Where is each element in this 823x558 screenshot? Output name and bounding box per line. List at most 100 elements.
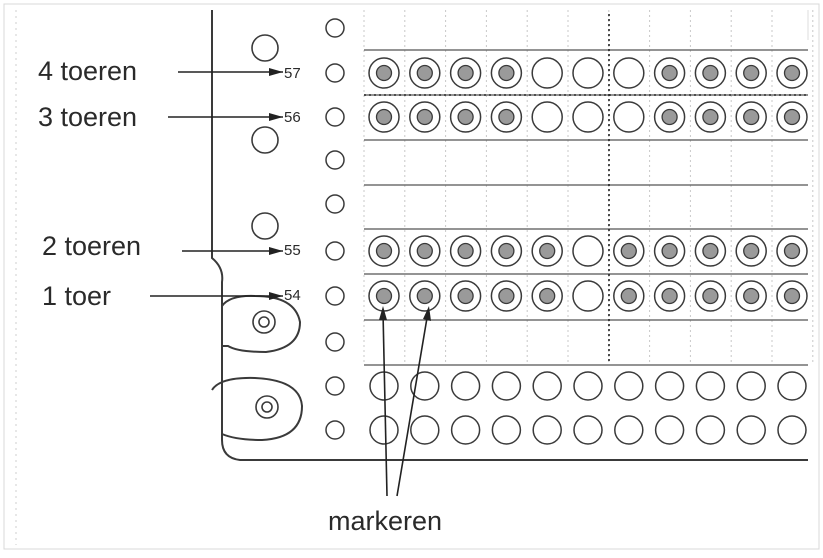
punched-hole-center — [457, 108, 474, 126]
empty-hole — [410, 371, 440, 401]
punched-hole-center — [416, 108, 433, 126]
punched-hole-center — [702, 242, 719, 260]
punched-hole-center — [375, 287, 393, 305]
sprocket-hole — [325, 332, 345, 352]
empty-hole — [450, 371, 481, 401]
punched-hole-center — [416, 64, 433, 82]
grid-layer — [363, 10, 814, 366]
empty-hole — [369, 415, 399, 445]
punched-hole-center — [661, 108, 678, 126]
punched-hole-center — [457, 287, 474, 305]
sprocket-hole — [325, 420, 345, 440]
guide-hole — [251, 126, 279, 154]
punched-hole-center — [498, 242, 515, 260]
empty-hole — [572, 101, 604, 133]
punched-hole-center — [457, 242, 474, 260]
punched-hole-center — [702, 287, 719, 305]
empty-hole — [573, 415, 603, 445]
marker-arrow-right — [396, 311, 429, 497]
marker-arrow-left-head — [379, 306, 387, 320]
sprocket-hole — [325, 150, 345, 170]
arrow-57-head — [269, 68, 283, 76]
punched-hole-center — [375, 242, 393, 260]
empty-hole — [531, 57, 563, 89]
punched-hole-center — [620, 287, 637, 305]
row-label-1-toer: 1 toer — [42, 281, 112, 311]
empty-hole — [654, 371, 685, 401]
punched-hole-center — [743, 108, 760, 126]
punched-hole-center — [498, 287, 515, 305]
arrow-56-head — [269, 113, 283, 121]
punched-hole-center — [498, 64, 515, 82]
marker-arrow-right-head — [423, 306, 431, 321]
empty-hole — [736, 415, 766, 445]
sprocket-hole — [325, 376, 345, 396]
row-number-56: 56 — [284, 109, 301, 126]
punched-hole-center — [661, 64, 678, 82]
empty-hole — [410, 415, 440, 445]
row-label-2-toeren: 2 toeren — [42, 231, 142, 261]
empty-hole — [532, 371, 562, 401]
card-outline — [211, 10, 808, 461]
empty-hole — [614, 415, 644, 445]
empty-hole — [531, 101, 563, 133]
empty-hole — [777, 371, 807, 401]
row-label-3-toeren: 3 toeren — [38, 102, 138, 132]
sprocket-hole — [325, 63, 345, 83]
arrows-layer — [150, 68, 431, 497]
card-clip — [221, 294, 302, 354]
punched-hole-center — [539, 287, 556, 305]
punched-hole-center — [375, 64, 393, 82]
sprocket-hole — [325, 194, 345, 214]
row-label-4-toeren: 4 toeren — [38, 56, 138, 86]
row-number-55: 55 — [284, 242, 301, 259]
marker-label: markeren — [328, 506, 443, 536]
punched-hole-center — [375, 108, 393, 126]
punched-hole-center — [457, 64, 474, 82]
punched-hole-center — [416, 287, 433, 305]
card-clip — [211, 376, 304, 442]
sprocket-hole — [325, 18, 345, 38]
punched-hole-center — [783, 64, 801, 82]
arrow-55-head — [269, 247, 283, 255]
punched-hole-center — [743, 242, 760, 260]
punched-hole-center — [702, 64, 719, 82]
empty-hole — [777, 415, 807, 445]
empty-hole — [491, 371, 522, 401]
punched-hole-center — [783, 242, 801, 260]
empty-hole — [613, 101, 645, 133]
empty-hole — [695, 371, 726, 401]
punched-hole-center — [661, 287, 678, 305]
arrow-54-head — [269, 292, 283, 300]
empty-hole — [572, 280, 604, 312]
row-number-57: 57 — [284, 65, 301, 82]
frame-border — [3, 3, 820, 550]
punched-hole-center — [498, 108, 515, 126]
empty-hole — [695, 415, 726, 445]
marker-arrow-left — [382, 311, 388, 497]
sprocket-hole — [325, 107, 345, 127]
guide-hole — [251, 34, 279, 62]
empty-hole — [572, 57, 604, 89]
row-number-54: 54 — [284, 287, 301, 304]
punched-hole-center — [783, 108, 801, 126]
empty-hole — [450, 415, 481, 445]
empty-hole — [654, 415, 685, 445]
empty-hole — [532, 415, 562, 445]
empty-hole — [491, 415, 522, 445]
punched-hole-center — [743, 287, 760, 305]
punched-hole-center — [743, 64, 760, 82]
empty-hole — [614, 371, 644, 401]
empty-hole — [613, 57, 645, 89]
punched-hole-center — [539, 242, 556, 260]
punched-hole-center — [620, 242, 637, 260]
punched-hole-center — [416, 242, 433, 260]
punched-hole-center — [783, 287, 801, 305]
empty-hole — [572, 235, 604, 267]
empty-hole — [736, 371, 766, 401]
punched-hole-center — [661, 242, 678, 260]
holes-layer — [325, 18, 808, 445]
sprocket-hole — [325, 286, 345, 306]
